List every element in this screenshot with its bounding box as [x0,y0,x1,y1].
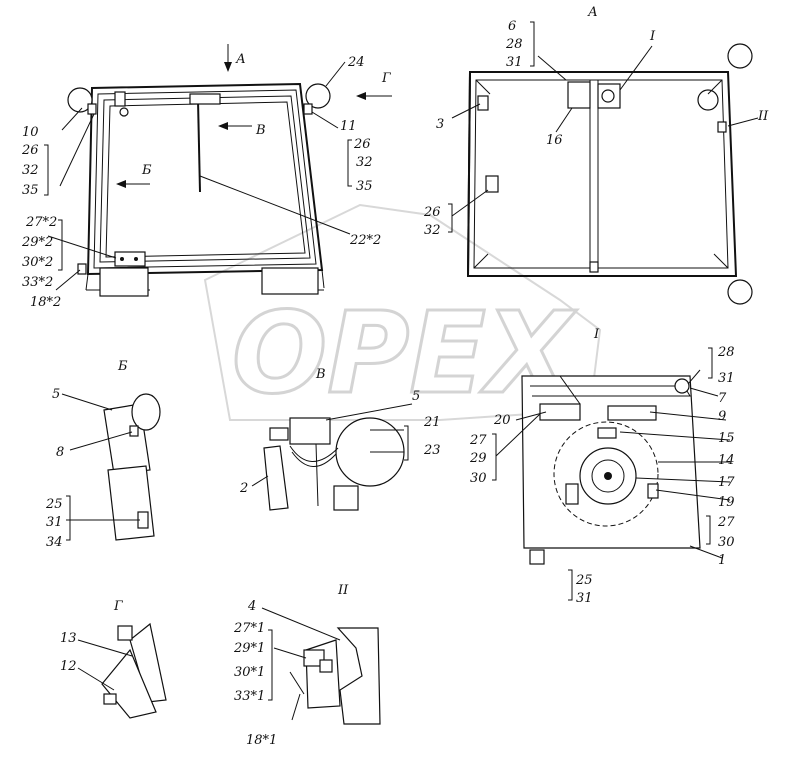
callout-17: 17 [718,475,735,490]
callout-30-note1: 30*1 [234,665,265,680]
callout-18-note1: 18*1 [246,733,277,748]
callout-25: 25 [45,497,63,512]
callout-34: 34 [46,535,63,550]
callout-20: 20 [493,413,511,428]
view-b-detail [61,393,161,541]
callout-14: 14 [718,453,735,468]
view-i-title: I [593,327,600,342]
view-i-detail [492,347,731,601]
callout-31: 31 [576,591,593,606]
callout-1: 1 [718,553,726,568]
callout-30: 30 [470,471,487,486]
callout-18-note2: 18*2 [30,295,61,310]
view-v-detail [251,403,413,511]
callout-8: 8 [56,445,64,460]
callout-7: 7 [718,391,727,406]
callout-26: 26 [423,205,441,220]
callout-28: 28 [505,37,523,52]
view-arrow-a-label: А [235,52,246,67]
callout-2: 2 [239,481,248,496]
callout-21: 21 [423,415,441,430]
callout-30-note2: 30*2 [22,255,53,270]
callout-30: 30 [718,535,735,550]
callout-15: 15 [718,431,735,446]
cabin-frame-top-view [44,44,392,297]
callout-5: 5 [52,387,60,402]
callout-29: 29 [469,451,487,466]
callout-6: 6 [508,19,516,34]
callout-22-note2: 22*2 [349,233,381,248]
callout-19: 19 [718,495,735,510]
callout-27-note2: 27*2 [25,215,57,230]
callout-25: 25 [575,573,593,588]
view-arrow-g-label: Г [381,71,391,86]
watermark: OPEX [203,203,602,421]
view-g-detail [77,622,167,719]
callout-29-note1: 29*1 [233,641,265,656]
view-ii-detail [261,607,381,725]
callout-11: 11 [340,119,357,134]
callout-31: 31 [46,515,63,530]
callout-28: 28 [717,345,735,360]
callout-32: 32 [22,163,39,178]
callout-33-note2: 33*2 [22,275,53,290]
callout-ii-marker: II [757,109,769,124]
callout-12: 12 [60,659,77,674]
callout-27: 27 [717,515,735,530]
callout-10: 10 [22,125,39,140]
callout-29-note2: 29*2 [21,235,53,250]
callout-16: 16 [546,133,563,148]
callout-31: 31 [506,55,523,70]
callout-35: 35 [22,183,39,198]
callout-26: 26 [21,143,39,158]
callout-31: 31 [718,371,735,386]
callout-32: 32 [424,223,441,238]
callout-35: 35 [356,179,373,194]
view-ii-title: II [337,583,349,598]
view-v-title: В [315,367,326,382]
callout-13: 13 [60,631,77,646]
view-a-title: А [587,5,598,20]
callout-27-note1: 27*1 [233,621,265,636]
callout-3: 3 [436,117,444,132]
callout-9: 9 [718,409,726,424]
watermark-text: OPEX [232,289,577,419]
callout-23: 23 [423,443,441,458]
callout-4: 4 [247,599,256,614]
callout-33-note1: 33*1 [234,689,265,704]
callout-26: 26 [353,137,371,152]
view-arrow-b-label: Б [141,163,152,178]
callout-24: 24 [347,55,365,70]
view-a-frame [448,21,759,305]
view-b-title: Б [117,359,128,374]
view-arrow-v-label: В [255,123,266,138]
view-g-title: Г [113,599,123,614]
callout-i-marker: I [649,29,656,44]
callout-5: 5 [412,389,420,404]
callout-27: 27 [469,433,487,448]
callout-32: 32 [356,155,373,170]
